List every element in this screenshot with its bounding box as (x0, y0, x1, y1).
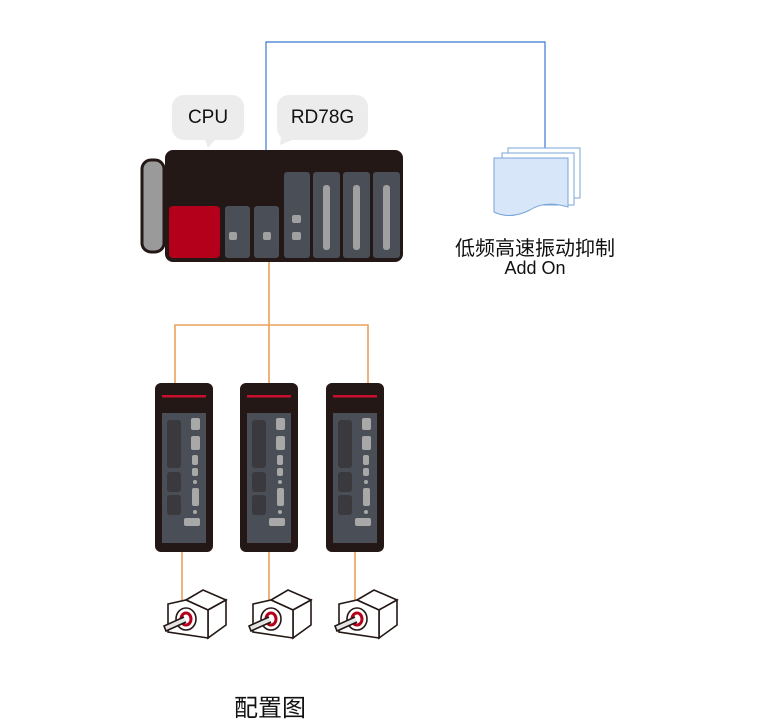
document-title: 低频高速振动抑制 (455, 238, 615, 260)
servo-amplifier (155, 383, 213, 552)
network-line (265, 41, 546, 152)
cpu-label: CPU (172, 95, 244, 140)
servo-motor-icon (333, 589, 399, 640)
servo-bus-lines (174, 262, 369, 600)
plc-rack (140, 150, 403, 262)
document-stack-icon (493, 147, 581, 216)
servo-amplifier (326, 383, 384, 552)
rd78g-label: RD78G (277, 95, 368, 140)
cpu-module (169, 206, 220, 258)
servo-motor-icon (247, 589, 313, 640)
diagram-caption: 配置图 (234, 695, 306, 722)
document-subtitle: Add On (504, 258, 566, 278)
power-supply (140, 158, 166, 254)
servo-amplifier (240, 383, 298, 552)
servo-motor-icon (162, 589, 228, 640)
